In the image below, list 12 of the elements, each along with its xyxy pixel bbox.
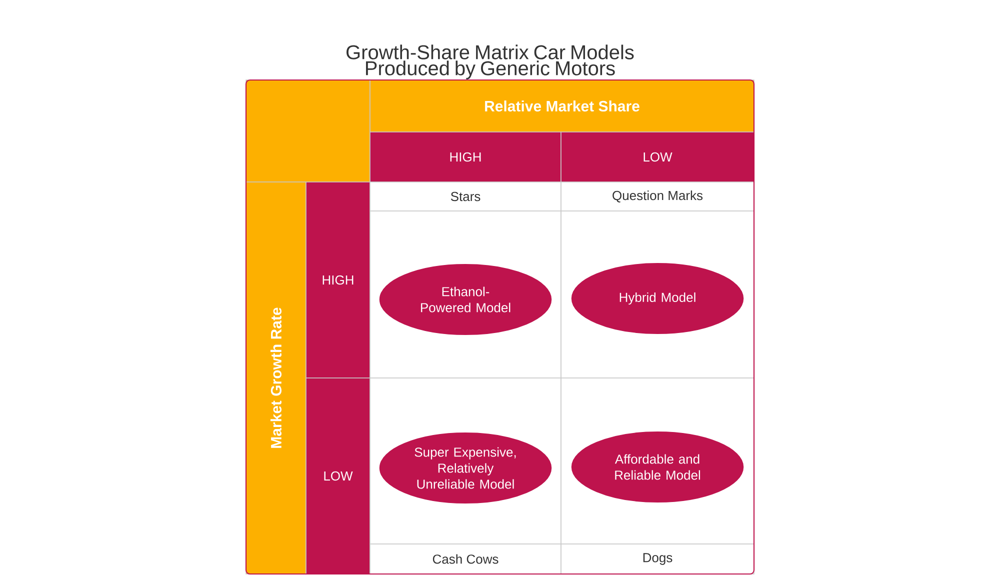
quadrant-label: Dogs xyxy=(560,544,754,574)
header-cell: HIGH xyxy=(370,132,562,182)
corner-cell xyxy=(246,80,370,182)
header-cell: LOW xyxy=(560,132,754,182)
chart-title: Growth-Share Matrix Car Models Produced by Generic Motors xyxy=(346,44,634,80)
quadrant-label: Question Marks xyxy=(560,182,754,212)
row-header: LOW xyxy=(306,378,370,574)
row-header: HIGH xyxy=(306,182,370,378)
quadrant-label: Cash Cows xyxy=(370,544,562,574)
header-cell: Market Growth Rate xyxy=(246,182,306,574)
header-cell: Relative Market Share xyxy=(370,80,754,132)
quadrant-label: Stars xyxy=(370,182,562,212)
